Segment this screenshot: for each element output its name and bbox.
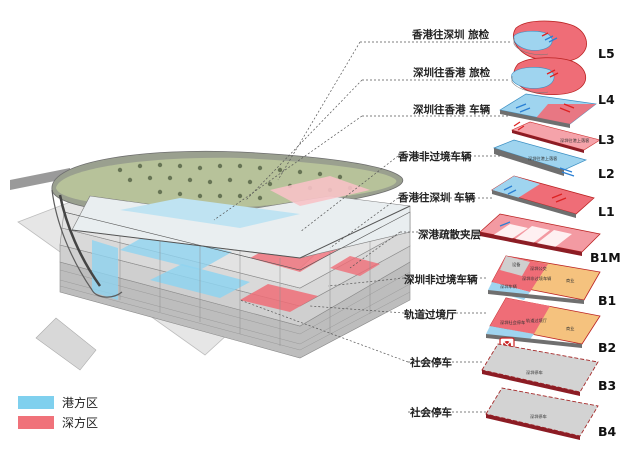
level-b1: B1 bbox=[598, 293, 616, 308]
legend-item-hk: 港方区 bbox=[18, 392, 98, 412]
b4-label: 深圳停车 bbox=[530, 413, 547, 420]
plate-b3: 深圳停车 bbox=[481, 343, 599, 396]
level-b1m: B1M bbox=[590, 250, 621, 265]
l3-note: 深圳往港上落客 bbox=[560, 137, 590, 144]
legend: 港方区 深方区 bbox=[18, 392, 98, 432]
b3-label: 深圳停车 bbox=[526, 369, 543, 376]
leader-lines bbox=[213, 41, 510, 413]
plate-b1: 深圳公交 深圳非过境车辆 商业 设备 深圳车辆 bbox=[488, 255, 601, 304]
hk-zone-facade bbox=[92, 240, 118, 300]
label-l2: 香港非过境车辆 bbox=[397, 150, 472, 163]
legend-swatch-sz bbox=[18, 415, 54, 429]
plate-l3-lower: 深圳往港上落客 bbox=[511, 121, 601, 153]
plate-b4: 深圳停车 bbox=[485, 387, 599, 440]
b1-label-c: 商业 bbox=[566, 277, 574, 284]
b1-label-e: 深圳车辆 bbox=[500, 283, 517, 290]
legend-swatch-hk bbox=[18, 395, 54, 409]
level-b3: B3 bbox=[598, 378, 616, 393]
label-b3: 社会停车 bbox=[409, 356, 452, 369]
level-b2: B2 bbox=[598, 340, 616, 355]
level-l5: L5 bbox=[598, 46, 615, 61]
building-cutaway bbox=[10, 150, 411, 371]
label-l4: 深圳往香港 旅检 bbox=[413, 66, 491, 79]
plate-l3 bbox=[499, 93, 597, 128]
label-b1m: 深港疏散夹层 bbox=[418, 228, 481, 241]
level-l1: L1 bbox=[598, 204, 615, 219]
legend-label-sz: 深方区 bbox=[62, 415, 99, 430]
plate-l4 bbox=[511, 57, 587, 96]
function-labels: 香港往深圳 旅检 深圳往香港 旅检 深圳往香港 车辆 香港非过境车辆 香港往深圳… bbox=[397, 28, 491, 419]
plate-l2: 深圳往港上落客 bbox=[492, 139, 588, 177]
exploded-levels: 深圳往港上落客 深圳往港上落客 bbox=[479, 20, 601, 440]
legend-label-hk: 港方区 bbox=[62, 395, 99, 410]
l2-note: 深圳往港上落客 bbox=[528, 155, 558, 162]
plate-l5 bbox=[513, 20, 587, 62]
roof-shell bbox=[51, 150, 411, 298]
b2-label-b: 轨道过境厅 bbox=[526, 317, 547, 324]
label-b2: 轨道过境厅 bbox=[404, 308, 457, 321]
b2-label-c: 商业 bbox=[566, 325, 574, 332]
label-l1: 香港往深圳 车辆 bbox=[397, 191, 476, 204]
ramp bbox=[35, 317, 97, 371]
level-l3: L3 bbox=[598, 132, 615, 147]
label-b1: 深圳非过境车辆 bbox=[404, 273, 478, 286]
approach-road bbox=[10, 168, 70, 190]
level-b4: B4 bbox=[598, 424, 617, 439]
b2-label-a: 深圳社会停车 bbox=[500, 319, 525, 326]
label-b4: 社会停车 bbox=[409, 406, 452, 419]
legend-item-sz: 深方区 bbox=[18, 412, 98, 432]
plate-b1m bbox=[479, 213, 601, 256]
b1-label-a: 深圳公交 bbox=[530, 265, 547, 272]
plate-l1 bbox=[491, 175, 595, 218]
label-l3: 深圳往香港 车辆 bbox=[413, 103, 491, 116]
b1-label-d: 设备 bbox=[512, 261, 521, 268]
level-codes: L5 L4 L3 L2 L1 B1M B1 B2 B3 B4 bbox=[590, 46, 621, 439]
b1-label-b: 深圳非过境车辆 bbox=[522, 275, 551, 282]
label-l5: 香港往深圳 旅检 bbox=[411, 28, 490, 41]
level-l4: L4 bbox=[598, 92, 615, 107]
level-l2: L2 bbox=[598, 166, 615, 181]
lower-floors bbox=[59, 211, 411, 359]
